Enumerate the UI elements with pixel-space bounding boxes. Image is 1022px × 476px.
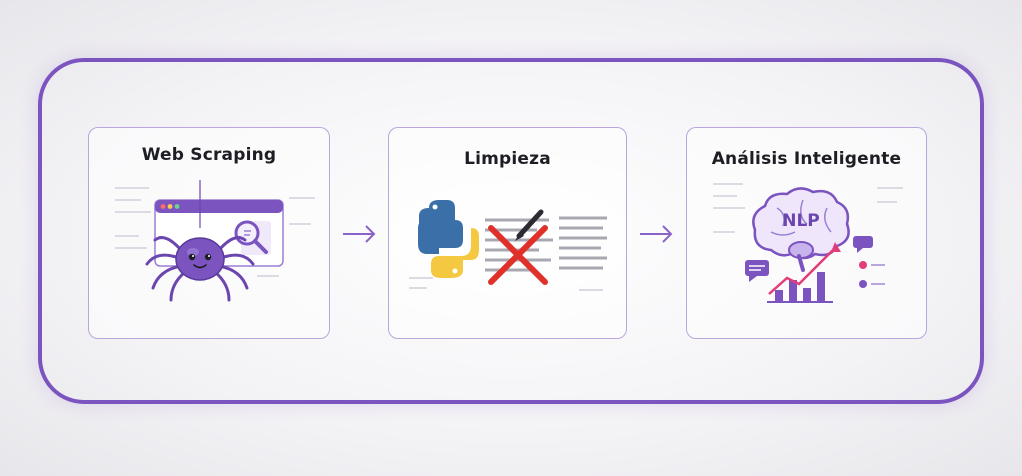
stage-card-web-scraping: Web Scraping (88, 127, 330, 339)
arrow-icon-2 (640, 225, 673, 243)
pipeline-frame (38, 58, 984, 404)
brain-label: NLP (782, 211, 820, 231)
stage-title-limpieza: Limpieza (464, 149, 551, 169)
python-cleaning-icon (409, 200, 607, 291)
stage-card-analisis: Análisis Inteligente NLP (686, 127, 927, 339)
stage-card-limpieza: Limpieza (388, 127, 627, 339)
arrow-icon-1 (343, 225, 376, 243)
spider-browser-icon (115, 180, 315, 302)
stage-title-analisis: Análisis Inteligente (711, 149, 902, 169)
stage-title-web-scraping: Web Scraping (141, 145, 277, 165)
nlp-brain-chart-icon: NLP (713, 183, 903, 303)
